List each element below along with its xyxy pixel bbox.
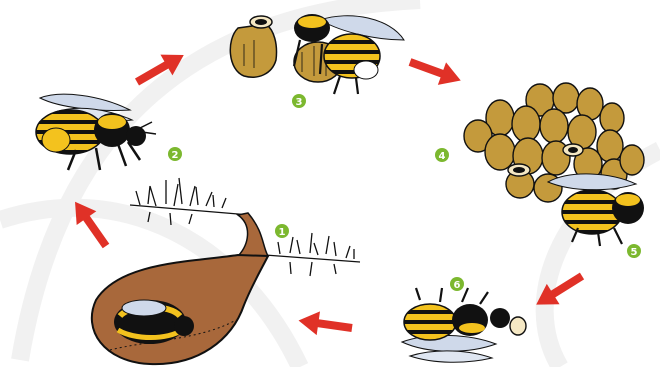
stage-2-emerging-queen: 2 [36,94,182,170]
stage-3-nest-founding: 3 [230,14,404,108]
stage-6-colony-dies: 6 [402,277,526,362]
dead-bee-icon [402,288,526,362]
burrow-chamber [92,255,268,364]
step-number-6: 6 [454,280,461,291]
grass-right-icon [265,233,360,276]
step-number-5: 5 [631,247,638,258]
stage-1-burrow: 1 [92,178,360,364]
step-number-3: 3 [296,97,303,108]
arrow-3-to-4-icon [406,51,465,92]
step-number-1: 1 [279,227,286,238]
step-number-4: 4 [439,151,446,162]
step-number-2: 2 [172,150,179,161]
arrow-6-to-1-icon [297,309,354,340]
burrow-tunnel [236,213,268,258]
honey-pot-icon [230,16,276,77]
